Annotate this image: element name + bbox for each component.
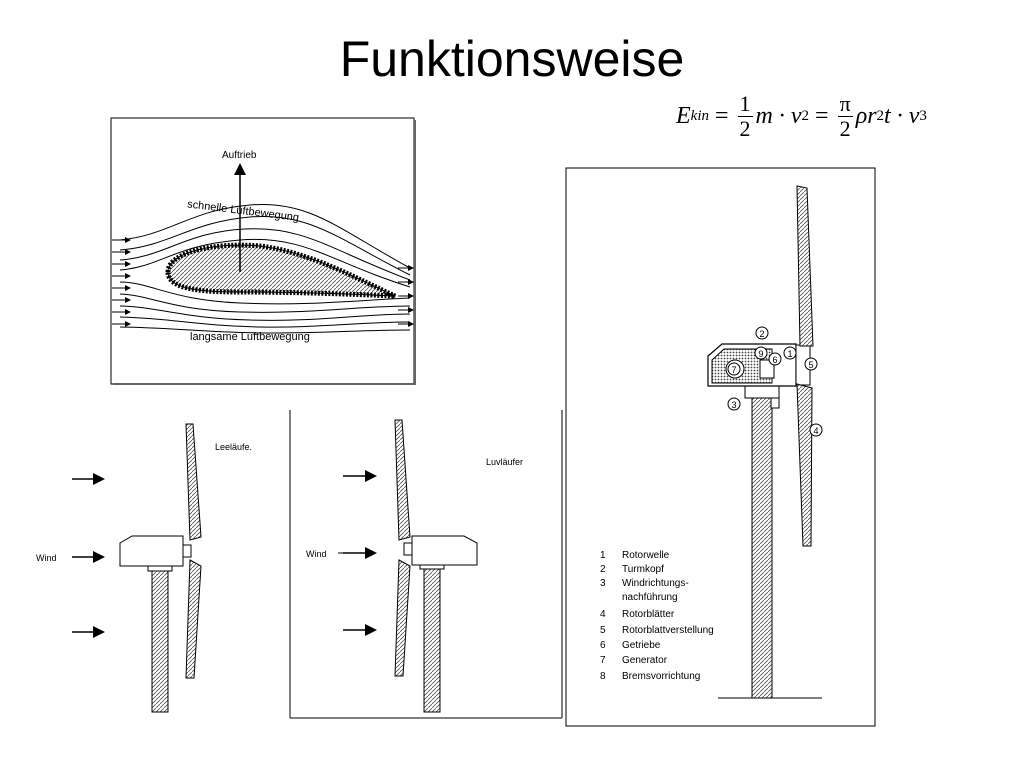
legend-number: 5 xyxy=(600,625,606,636)
formula-exponent-3: 3 xyxy=(919,108,927,124)
legend-text: Bremsvorrichtung xyxy=(622,671,700,682)
legend-number: 2 xyxy=(600,564,606,575)
outflow-arrows xyxy=(398,265,414,327)
rotor-blade-lower xyxy=(796,383,813,547)
streamline xyxy=(119,203,411,269)
formula-pi-denominator: 2 xyxy=(839,116,851,141)
airfoil-diagram: Auftrieb schnelle Luftbewegung langsame … xyxy=(110,117,416,385)
legend-text: Generator xyxy=(622,655,668,666)
legend-number: 3 xyxy=(600,578,606,589)
formula-equals-2: = xyxy=(815,103,829,129)
windward-nacelle xyxy=(411,535,478,566)
formula-half-numerator: 1 xyxy=(737,91,753,117)
legend-text: Turmkopf xyxy=(622,564,664,575)
windward-hub xyxy=(403,542,413,556)
windward-type-label: Luvläufer xyxy=(486,457,523,467)
windward-turbine-diagram: Luvläufer Wind xyxy=(289,410,563,719)
streamline xyxy=(119,228,411,281)
formula-time-velocity: t · v xyxy=(884,103,920,129)
legend-number: 6 xyxy=(600,640,606,651)
callout-2-label: 2 xyxy=(759,329,764,339)
streamline xyxy=(119,305,411,321)
lift-label: Auftrieb xyxy=(222,150,257,161)
yaw-system xyxy=(744,385,780,399)
formula-equals-1: = xyxy=(715,103,729,129)
leeward-tower xyxy=(151,569,169,713)
gearbox-symbol xyxy=(759,359,775,379)
leeward-nacelle xyxy=(119,535,184,567)
yaw-drive xyxy=(770,397,780,409)
leeward-wind-label: Wind xyxy=(36,553,57,563)
formula-density-radius: ρr xyxy=(855,103,877,129)
callout-1-label: 1 xyxy=(787,349,792,359)
formula-pi-numerator: π xyxy=(837,91,853,117)
streamline xyxy=(119,293,411,313)
legend-number: 8 xyxy=(600,671,606,682)
callout-7: 7 xyxy=(727,362,741,376)
streamline xyxy=(119,326,411,334)
leeward-hub xyxy=(182,544,192,558)
formula-pi-fraction: π 2 xyxy=(837,91,853,141)
callout-4: 4 xyxy=(809,423,823,437)
callout-5: 5 xyxy=(804,357,818,371)
windward-tower xyxy=(423,567,441,713)
legend-text: Getriebe xyxy=(622,640,661,651)
formula-energy-subscript: kin xyxy=(690,108,709,124)
slow-airflow-label: langsame Luftbewegung xyxy=(190,331,310,343)
formula-half-fraction: 1 2 xyxy=(737,91,753,141)
legend-text: Rotorwelle xyxy=(622,550,670,561)
legend-number: 7 xyxy=(600,655,606,666)
inflow-arrows xyxy=(112,237,131,327)
formula-mass-velocity: m · v xyxy=(755,103,802,129)
formula-half-denominator: 2 xyxy=(739,116,751,141)
legend-text: Windrichtungs- xyxy=(622,578,689,589)
formula-exponent-2: 2 xyxy=(801,108,810,124)
callout-6: 6 xyxy=(768,352,782,366)
formula-energy-symbol: E xyxy=(676,103,691,129)
legend-text: nachführung xyxy=(622,592,678,603)
legend-number: 1 xyxy=(600,550,606,561)
legend-text: Rotorblattverstellung xyxy=(622,625,714,636)
component-legend: 1 Rotorwelle 2 Turmkopf 3 Windrichtungs-… xyxy=(600,550,714,682)
leeward-blade-upper xyxy=(185,423,202,541)
turbine-frame xyxy=(565,167,876,727)
formula-exponent-2b: 2 xyxy=(876,108,885,124)
callout-6-label: 6 xyxy=(772,355,777,365)
callout-4-label: 4 xyxy=(813,426,818,436)
leeward-type-label: Leeläufe. xyxy=(215,442,252,452)
callout-1: 1 xyxy=(783,346,797,360)
callout-5-label: 5 xyxy=(808,360,813,370)
windward-wind-label: Wind xyxy=(306,549,327,559)
leeward-yaw-bearing xyxy=(147,565,173,572)
callout-3-label: 3 xyxy=(731,400,736,410)
callout-9-label: 9 xyxy=(758,349,763,359)
streamline xyxy=(119,281,411,305)
legend-text: Rotorblätter xyxy=(622,609,675,620)
leeward-turbine-diagram: Leeläufe. Wind xyxy=(36,423,252,713)
streamline xyxy=(119,316,411,328)
airfoil-outline xyxy=(167,244,396,297)
leeward-blade-lower xyxy=(185,559,202,679)
callout-3: 3 xyxy=(727,397,741,411)
page-title: Funktionsweise xyxy=(339,31,685,87)
callout-9: 9 xyxy=(754,346,768,360)
rotor-blade-upper xyxy=(796,185,814,347)
legend-number: 4 xyxy=(600,609,606,620)
windward-blade-lower xyxy=(394,559,411,677)
callout-2: 2 xyxy=(755,326,769,340)
callout-7-label: 7 xyxy=(731,365,736,375)
turbine-tower xyxy=(751,397,773,699)
windward-blade-upper xyxy=(394,419,411,541)
turbine-component-diagram: 2 9 6 1 5 7 3 4 1 xyxy=(565,167,876,727)
streamline xyxy=(119,215,411,276)
